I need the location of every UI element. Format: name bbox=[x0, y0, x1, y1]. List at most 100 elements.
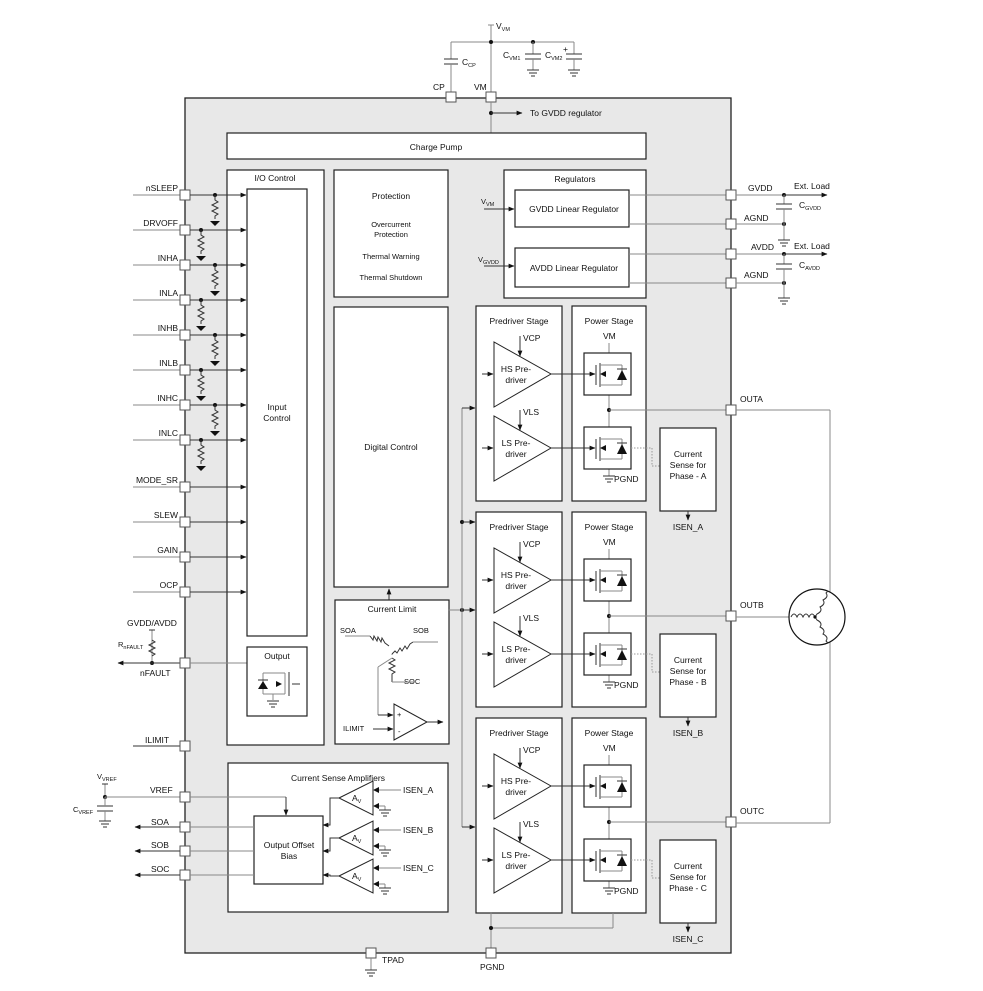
pin-soc-label: SOC bbox=[151, 864, 169, 874]
svg-text:CGVDD: CGVDD bbox=[799, 200, 821, 212]
cvm2-polarity: + bbox=[563, 44, 568, 54]
left-pin-inhb: INHB bbox=[133, 323, 247, 366]
pin-label: INHB bbox=[158, 323, 179, 333]
comparator-icon bbox=[393, 703, 429, 741]
regulator-outputs: GVDD AGND AVDD AGND Ext. Load Ext. Load … bbox=[629, 181, 830, 305]
isen-input-label: ISEN_C bbox=[403, 863, 434, 873]
predriver-stage bbox=[475, 305, 563, 502]
hs-predriver-icon bbox=[493, 547, 553, 614]
ls-predriver-icon bbox=[493, 827, 553, 894]
svg-text:Phase - B: Phase - B bbox=[669, 677, 707, 687]
hs-predriver-icon bbox=[493, 753, 553, 820]
pin-label: SLEW bbox=[154, 510, 178, 520]
left-pin-nsleep: nSLEEP bbox=[133, 183, 247, 226]
svg-text:VVM: VVM bbox=[496, 21, 510, 33]
pin-label: INLB bbox=[159, 358, 178, 368]
pin-pad bbox=[179, 329, 191, 341]
svg-text:AVDD Linear Regulator: AVDD Linear Regulator bbox=[530, 263, 618, 273]
svg-text:Protection: Protection bbox=[374, 230, 408, 239]
pin-ilimit bbox=[179, 740, 191, 752]
svg-text:AV: AV bbox=[352, 793, 362, 805]
io-control-title: I/O Control bbox=[254, 173, 295, 183]
svg-text:-: - bbox=[398, 727, 401, 736]
ccp-label: C bbox=[462, 57, 468, 67]
svg-text:HS Pre-: HS Pre- bbox=[501, 776, 531, 786]
svg-text:AV: AV bbox=[352, 871, 362, 883]
svg-text:VLS: VLS bbox=[523, 819, 539, 829]
pulldown-resistor-icon bbox=[210, 265, 220, 289]
pin-pad bbox=[179, 294, 191, 306]
svg-text:CCP: CCP bbox=[462, 57, 476, 69]
pin-pad bbox=[179, 481, 191, 493]
charge-pump-title: Charge Pump bbox=[410, 142, 463, 152]
pin-nfault bbox=[179, 657, 191, 669]
pin-cp-label: CP bbox=[433, 82, 445, 92]
control-bus bbox=[448, 405, 476, 830]
svg-text:VCP: VCP bbox=[523, 745, 541, 755]
pulldown-resistor-icon bbox=[210, 195, 220, 219]
svg-text:VVREF: VVREF bbox=[97, 772, 117, 783]
svg-text:Predriver Stage: Predriver Stage bbox=[489, 728, 548, 738]
pin-gvdd bbox=[725, 189, 737, 201]
current-sense-block bbox=[659, 839, 717, 924]
protection-block bbox=[333, 169, 449, 298]
ext-load-gvdd: Ext. Load bbox=[794, 181, 830, 191]
svg-text:PGND: PGND bbox=[614, 886, 639, 896]
svg-text:PGND: PGND bbox=[614, 680, 639, 690]
gvdd-regulator bbox=[514, 189, 630, 228]
fault-supply-label: GVDD/AVDD bbox=[127, 618, 177, 628]
pin-pad bbox=[179, 224, 191, 236]
pin-pad bbox=[179, 586, 191, 598]
svg-text:Phase - A: Phase - A bbox=[670, 471, 707, 481]
csa-pins: VVREF CVREF VREF SOA SOB SOC bbox=[73, 772, 289, 881]
left-pin-mode_sr: MODE_SR bbox=[133, 475, 247, 493]
pin-sob-label: SOB bbox=[151, 840, 169, 850]
supply-network: VVM CCP CVM1 CVM2 + CP VM To GVDD regula… bbox=[433, 21, 602, 133]
svg-text:GVDD Linear Regulator: GVDD Linear Regulator bbox=[529, 204, 619, 214]
pin-pgnd bbox=[485, 947, 497, 959]
svg-text:TPAD: TPAD bbox=[382, 955, 404, 965]
pin-pad bbox=[179, 399, 191, 411]
digital-control-title: Digital Control bbox=[364, 442, 417, 452]
left-pin-inlc: INLC bbox=[133, 428, 247, 471]
pin-label: INLC bbox=[159, 428, 178, 438]
svg-text:Power Stage: Power Stage bbox=[585, 316, 634, 326]
left-pin-slew: SLEW bbox=[133, 510, 247, 528]
svg-text:driver: driver bbox=[505, 581, 526, 591]
fault-network: GVDD/AVDD RnFAULT nFAULT bbox=[117, 618, 274, 678]
out-pin-label: OUTC bbox=[740, 806, 764, 816]
left-pin-inlb: INLB bbox=[133, 358, 247, 401]
pin-label: OCP bbox=[160, 580, 179, 590]
out-pin-label: OUTB bbox=[740, 600, 764, 610]
svg-text:AGND: AGND bbox=[744, 270, 769, 280]
ls-predriver-icon bbox=[493, 621, 553, 688]
left-pin-drvoff: DRVOFF bbox=[133, 218, 247, 261]
svg-text:Power Stage: Power Stage bbox=[585, 522, 634, 532]
regulators-title: Regulators bbox=[554, 174, 595, 184]
svg-text:Current: Current bbox=[674, 449, 703, 459]
cvm2-label: C bbox=[545, 50, 551, 60]
current-limit-sob: SOB bbox=[413, 626, 429, 635]
pin-label: DRVOFF bbox=[143, 218, 178, 228]
svg-text:Current: Current bbox=[674, 861, 703, 871]
left-pin-inla: INLA bbox=[133, 288, 247, 331]
svg-text:Output Offset: Output Offset bbox=[264, 840, 315, 850]
svg-text:HS Pre-: HS Pre- bbox=[501, 570, 531, 580]
pin-outa bbox=[725, 404, 737, 416]
pin-label: INHA bbox=[158, 253, 179, 263]
protection-item-thermal-shutdown: Thermal Shutdown bbox=[360, 273, 423, 282]
pulldown-resistor-icon bbox=[196, 440, 206, 464]
charge-pump-block bbox=[226, 132, 647, 160]
pin-nfault-label: nFAULT bbox=[140, 668, 171, 678]
svg-text:HS Pre-: HS Pre- bbox=[501, 364, 531, 374]
pin-soa-label: SOA bbox=[151, 817, 169, 827]
protection-item-overcurrent: Overcurrent bbox=[371, 220, 412, 229]
svg-text:Predriver Stage: Predriver Stage bbox=[489, 316, 548, 326]
pin-cp bbox=[445, 91, 457, 103]
svg-text:RnFAULT: RnFAULT bbox=[118, 640, 144, 651]
